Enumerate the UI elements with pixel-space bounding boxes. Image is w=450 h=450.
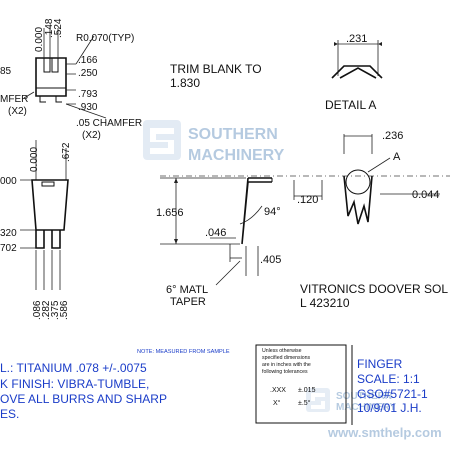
dim-mid-0000: 0.000 xyxy=(29,147,40,172)
part-title-line1: VITRONICS DOOVER SOL xyxy=(300,282,448,296)
watermark: SOUTHERN MACHINERY SOUTHERN MACHINERY ww… xyxy=(143,120,442,440)
dim-250: .250 xyxy=(78,68,98,79)
watermark-small-line1: SOUTHERN xyxy=(336,391,392,402)
dim-0044: 0.044 xyxy=(412,189,440,201)
title-name: FINGER xyxy=(357,357,403,371)
title-number: GSO#5721-1 xyxy=(357,387,428,401)
watermark-logo-small-icon xyxy=(306,388,330,412)
measured-note: NOTE: MEASURED FROM SAMPLE xyxy=(137,349,230,355)
side-view xyxy=(160,134,450,276)
dim-236: .236 xyxy=(382,130,403,142)
note-line-1: L.: TITANIUM .078 +/-.0075 xyxy=(0,361,147,375)
chamfer-note: .05 CHAMFER xyxy=(76,118,142,129)
dim-left-702: 702 xyxy=(0,243,17,254)
watermark-url: www.smthelp.com xyxy=(327,425,442,440)
note-line-4: ES. xyxy=(0,407,19,421)
tolerance-box xyxy=(255,344,347,424)
dim-bottom-282: .282 xyxy=(41,300,52,320)
detail-a-dim: .231 xyxy=(346,33,367,45)
angle-94: 94° xyxy=(264,206,281,218)
chamfer-left-x2: (X2) xyxy=(8,106,27,117)
detail-a-view xyxy=(331,40,383,79)
tol-row2-label: X° xyxy=(273,399,281,407)
watermark-logo-icon xyxy=(143,120,181,160)
tol-row1-value: ±.015 xyxy=(298,387,316,394)
trim-note-line2: 1.830 xyxy=(170,76,200,90)
tol-row2-value: ±.5° xyxy=(298,399,311,407)
tol-row1-label: .XXX xyxy=(270,387,286,394)
taper-line1: 6° MATL xyxy=(166,284,208,296)
dim-046: .046 xyxy=(205,227,226,239)
watermark-small-line2: MACHINERY xyxy=(336,402,397,413)
dim-1656: 1.656 xyxy=(156,207,184,219)
title-date-by: 10/9/01 J.H. xyxy=(357,401,422,415)
r-note: R0.070(TYP) xyxy=(76,33,134,44)
dim-top-524: .524 xyxy=(53,18,64,38)
tol-line-4: following tolerances xyxy=(262,369,308,375)
tol-line-2: specified dimensions xyxy=(262,355,311,361)
dim-left-000: 000 xyxy=(0,176,17,187)
part-title-line2: L 423210 xyxy=(300,296,350,310)
dim-top-0000: 0.000 xyxy=(34,27,45,52)
dim-mid-672: .672 xyxy=(61,142,72,162)
note-line-2: K FINISH: VIBRA-TUMBLE, xyxy=(0,377,149,391)
note-line-3: OVE ALL BURRS AND SHARP xyxy=(0,392,167,406)
dim-930: .930 xyxy=(78,102,98,113)
left-top-view xyxy=(23,26,107,119)
tol-line-1: Unless otherwise xyxy=(262,348,302,354)
dim-166: .166 xyxy=(78,55,98,66)
dim-top-148: .148 xyxy=(44,18,55,38)
title-scale: SCALE: 1:1 xyxy=(357,372,420,386)
watermark-line2: MACHINERY xyxy=(188,147,285,164)
dim-bottom-375: .375 xyxy=(50,300,61,320)
chamfer-note-x2: (X2) xyxy=(82,130,101,141)
dim-left-320: 320 xyxy=(0,228,17,239)
left-side-view xyxy=(20,140,69,290)
dim-405: .405 xyxy=(260,254,281,266)
trim-note-line1: TRIM BLANK TO xyxy=(170,62,262,76)
dim-85: 85 xyxy=(0,66,12,77)
detail-a-label: DETAIL A xyxy=(325,98,376,112)
dim-120: .120 xyxy=(297,194,318,206)
tol-line-3: are in inches with the xyxy=(262,362,311,368)
dim-bottom-086: .086 xyxy=(32,300,43,320)
dim-bottom-586: .586 xyxy=(59,300,70,320)
taper-line2: TAPER xyxy=(170,296,206,308)
dim-793: .793 xyxy=(78,89,98,100)
watermark-line1: SOUTHERN xyxy=(188,126,278,143)
chamfer-left: MFER xyxy=(0,94,28,105)
label-a: A xyxy=(393,151,401,163)
